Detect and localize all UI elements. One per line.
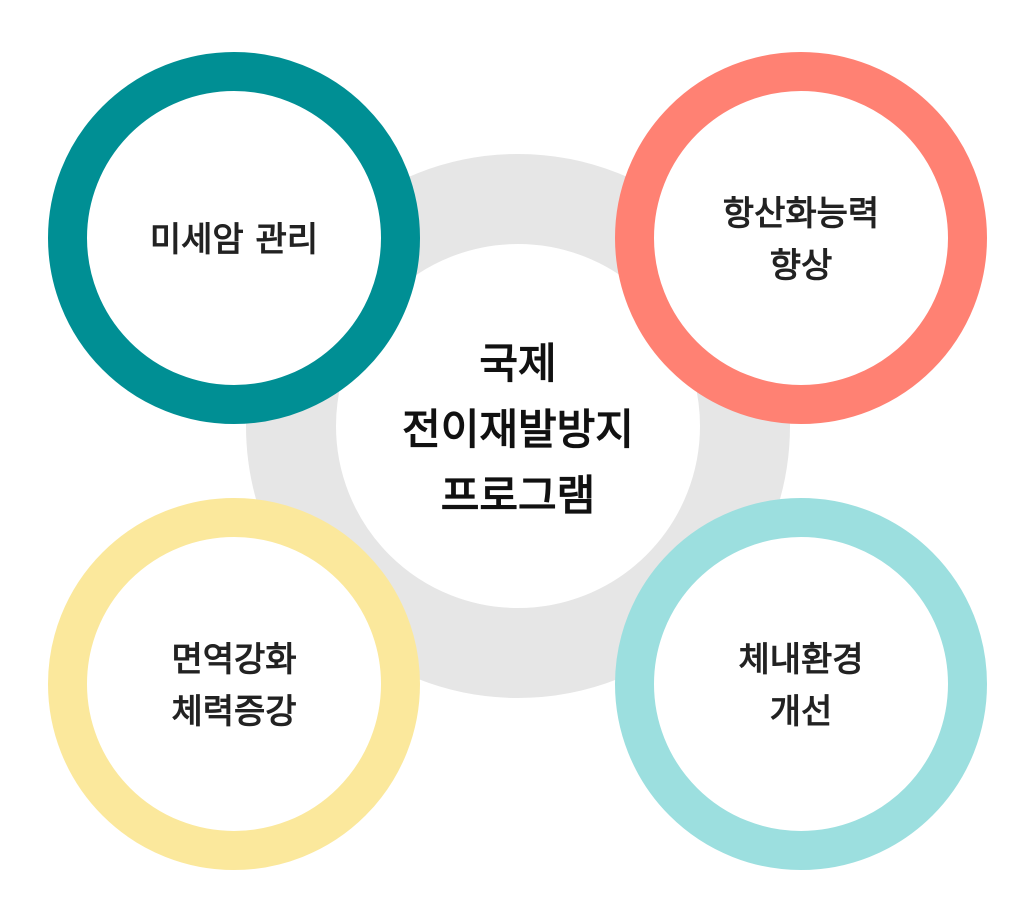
center-title-line-3: 프로그램 [440,471,596,520]
node-label-line: 향상 [769,246,833,286]
node-label-line: 면역강화 [171,640,297,680]
node-label-antioxidant-capacity: 항산화능력 향상 [654,140,948,340]
center-title-line-1: 국제 [479,339,557,388]
center-title-line-2: 전이재발방지 [402,405,634,454]
node-label-immunity-stamina: 면역강화 체력증강 [87,586,381,786]
node-label-line: 체력증강 [171,692,297,732]
node-label-micro-cancer-management: 미세암 관리 [87,140,381,340]
node-label-body-environment: 체내환경 개선 [654,586,948,786]
center-title: 국제 전이재발방지 프로그램 [336,330,700,530]
node-label-line: 항산화능력 [722,194,880,234]
node-label-line: 미세암 관리 [149,220,319,260]
node-label-line: 체내환경 [738,640,864,680]
node-label-line: 개선 [769,692,833,732]
